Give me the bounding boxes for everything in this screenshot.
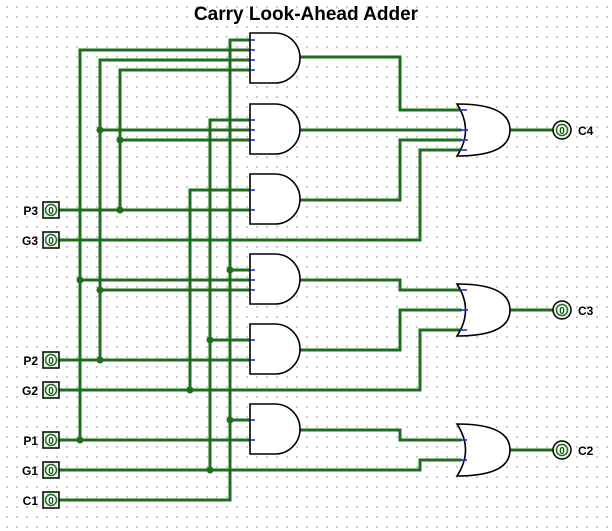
input-pin-c1[interactable]: C1 0 — [23, 491, 60, 509]
gate-ports — [250, 39, 468, 461]
input-pin-g1[interactable]: G1 0 — [22, 461, 60, 479]
and-gate[interactable] — [249, 403, 301, 455]
pin-value: 0 — [48, 356, 54, 367]
pin-value: 0 — [48, 386, 54, 397]
and-gate[interactable] — [249, 323, 301, 375]
and-gate[interactable] — [249, 253, 301, 305]
junction-dot — [116, 136, 124, 144]
pin-label: P1 — [23, 434, 38, 448]
junction-dot — [96, 286, 104, 294]
wire-junctions — [76, 126, 234, 474]
and-gate[interactable] — [249, 173, 301, 225]
input-pin-g2[interactable]: G2 0 — [22, 381, 60, 399]
pin-label: G3 — [22, 234, 38, 248]
and-gates — [249, 32, 301, 455]
pin-value: 0 — [48, 236, 54, 247]
and-gate[interactable] — [249, 103, 301, 155]
pin-label: P2 — [23, 354, 38, 368]
pin-value: 0 — [559, 306, 565, 317]
input-pin-p3[interactable]: P3 0 — [23, 201, 60, 219]
junction-dot — [226, 266, 234, 274]
junction-dot — [96, 126, 104, 134]
and-gate[interactable] — [249, 32, 301, 84]
input-pin-p1[interactable]: P1 0 — [23, 431, 60, 449]
pin-value: 0 — [559, 446, 565, 457]
pin-value: 0 — [48, 206, 54, 217]
pin-label: C3 — [578, 304, 594, 318]
junction-dot — [206, 336, 214, 344]
pin-value: 0 — [559, 126, 565, 137]
pin-value: 0 — [48, 466, 54, 477]
pin-label: P3 — [23, 204, 38, 218]
output-pin-c4[interactable]: 0 C4 — [552, 120, 594, 140]
pin-label: C1 — [23, 494, 39, 508]
or-gate-c3[interactable] — [455, 283, 511, 337]
or-gate-c4[interactable] — [455, 103, 511, 157]
output-pin-c2[interactable]: 0 C2 — [552, 440, 594, 460]
junction-dot — [116, 206, 124, 214]
pin-label: G2 — [22, 384, 38, 398]
pin-label: C2 — [578, 444, 594, 458]
input-pin-g3[interactable]: G3 0 — [22, 231, 60, 249]
pin-value: 0 — [48, 436, 54, 447]
junction-dot — [96, 356, 104, 364]
junction-dot — [76, 436, 84, 444]
junction-dot — [206, 466, 214, 474]
pin-value: 0 — [48, 496, 54, 507]
pin-label: C4 — [578, 124, 594, 138]
junction-dot — [226, 416, 234, 424]
junction-dot — [186, 386, 194, 394]
or-gate-c2[interactable] — [455, 423, 511, 477]
junction-dot — [76, 276, 84, 284]
diagram-title: Carry Look-Ahead Adder — [193, 4, 419, 25]
output-pin-c3[interactable]: 0 C3 — [552, 300, 594, 320]
input-pins: P3 0 G3 0 P2 0 G2 0 P1 0 — [22, 201, 60, 509]
or-gates — [455, 103, 511, 477]
output-pins: 0 C4 0 C3 0 C2 — [552, 120, 594, 460]
input-pin-p2[interactable]: P2 0 — [23, 351, 60, 369]
pin-label: G1 — [22, 464, 38, 478]
